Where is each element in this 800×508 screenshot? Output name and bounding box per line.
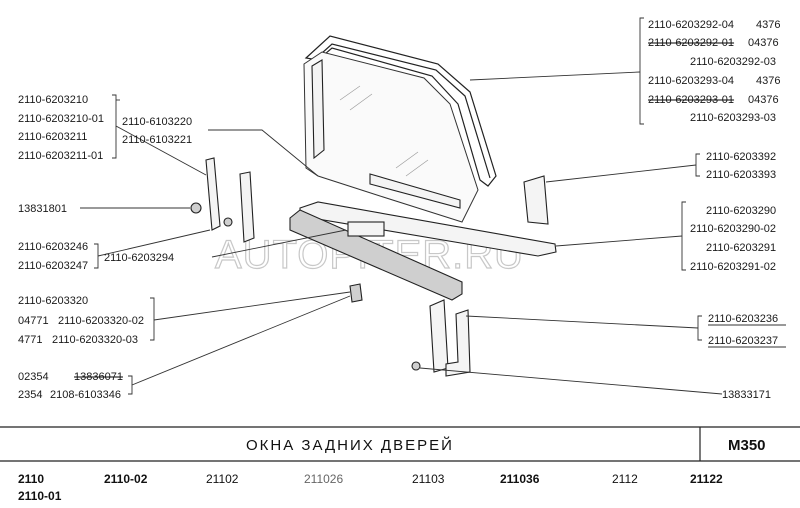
fastener-clip bbox=[190, 202, 202, 214]
label-part: 2110-6203293-04 bbox=[648, 75, 734, 87]
labels-top-right-group: 2110-6203292-04 4376 2110-6203292-01 043… bbox=[648, 19, 780, 124]
label-part: 2110-6203237 bbox=[708, 335, 778, 347]
label-qty: 02354 bbox=[18, 371, 49, 383]
model-code: 21122 bbox=[690, 472, 723, 486]
label-part: 2110-6203292-04 bbox=[648, 19, 734, 31]
parts-drawing bbox=[190, 35, 557, 377]
label-part: 2110-6203292-03 bbox=[690, 56, 776, 68]
rear-glass-channel bbox=[429, 299, 449, 373]
door-glass bbox=[303, 51, 479, 223]
rear-glass-channel-seal bbox=[445, 309, 471, 377]
model-code: 21102 bbox=[206, 472, 239, 486]
label-part: 2110-6203291-02 bbox=[690, 261, 776, 273]
label-part-13833171: 13833171 bbox=[722, 389, 771, 401]
label-part: 2110-6203320-03 bbox=[52, 334, 138, 346]
label-part: 2110-6203320-02 bbox=[58, 315, 144, 327]
label-part: 2110-6203211 bbox=[18, 131, 87, 143]
footer: ОКНА ЗАДНИХ ДВЕРЕЙ M350 2110 2110-01 211… bbox=[0, 426, 800, 503]
labels-right-group-4: 2110-6203236 2110-6203237 bbox=[708, 313, 778, 347]
model-code: 211036 bbox=[500, 472, 540, 486]
labels-right-group-3: 2110-6203290 2110-6203290-02 2110-620329… bbox=[690, 205, 776, 273]
label-qty: 04376 bbox=[748, 37, 779, 49]
model-code: 2110-02 bbox=[104, 472, 148, 486]
label-qty: 4376 bbox=[756, 19, 780, 31]
bolt bbox=[349, 283, 363, 303]
label-qty: 4376 bbox=[756, 75, 780, 87]
label-part: 2108-6103346 bbox=[50, 389, 121, 401]
window-slot-seal bbox=[369, 173, 461, 209]
sheet-title: ОКНА ЗАДНИХ ДВЕРЕЙ bbox=[246, 436, 454, 454]
labels-middle-group-1: 2110-6103220 2110-6103221 bbox=[122, 116, 192, 146]
label-qty: 4771 bbox=[18, 334, 42, 346]
model-code: 2110-01 bbox=[18, 489, 62, 503]
label-part: 2110-6203290-02 bbox=[690, 223, 776, 235]
labels-left-group-1: 2110-6203210 2110-6203210-01 2110-620321… bbox=[18, 94, 104, 162]
channel-screw bbox=[411, 361, 421, 371]
model-code: 21103 bbox=[412, 472, 445, 486]
label-part: 2110-6203290 bbox=[706, 205, 776, 217]
glass-clamp bbox=[347, 221, 385, 237]
label-part-superseded: 2110-6203292-01 bbox=[648, 37, 734, 49]
glass-run-vertical bbox=[311, 59, 325, 160]
label-part: 2110-6203393 bbox=[706, 169, 776, 181]
label-part: 2110-6203211-01 bbox=[18, 150, 103, 162]
label-part: 2110-6203293-03 bbox=[690, 112, 776, 124]
label-part-superseded: 2110-6203293-01 bbox=[648, 94, 734, 106]
model-code: 2110 bbox=[18, 472, 44, 486]
label-part-6203294: 2110-6203294 bbox=[104, 252, 174, 264]
rear-channel-left bbox=[205, 157, 221, 231]
sheet-code: M350 bbox=[728, 437, 766, 454]
labels-left-group-4: 02354 13836071 2354 2108-6103346 bbox=[18, 371, 123, 401]
label-part: 2110-6203320 bbox=[18, 295, 88, 307]
label-part-superseded: 13836071 bbox=[74, 371, 123, 383]
label-qty: 04376 bbox=[748, 94, 779, 106]
model-code: 211026 bbox=[304, 472, 343, 486]
leader-lines bbox=[80, 17, 723, 395]
glass-run-channel bbox=[304, 35, 497, 187]
label-part: 2110-6203392 bbox=[706, 151, 776, 163]
label-part: 2110-6203291 bbox=[706, 242, 776, 254]
label-part: 2110-6203236 bbox=[708, 313, 778, 325]
label-qty: 2354 bbox=[18, 389, 42, 401]
label-part-13831801: 13831801 bbox=[18, 203, 67, 215]
label-part: 2110-6103220 bbox=[122, 116, 192, 128]
corner-bracket bbox=[523, 175, 549, 225]
label-part: 2110-6203210 bbox=[18, 94, 88, 106]
glass-run-channel-inner bbox=[311, 43, 491, 179]
label-qty: 04771 bbox=[18, 315, 49, 327]
label-part: 2110-6203247 bbox=[18, 260, 88, 272]
label-part: 2110-6103221 bbox=[122, 134, 192, 146]
rear-channel-right bbox=[239, 171, 255, 243]
model-code: 2112 bbox=[612, 472, 638, 486]
label-part: 2110-6203210-01 bbox=[18, 113, 104, 125]
labels-left-group-2: 2110-6203246 2110-6203247 bbox=[18, 241, 88, 272]
label-part: 2110-6203246 bbox=[18, 241, 88, 253]
labels-right-group-2: 2110-6203392 2110-6203393 bbox=[706, 151, 776, 181]
labels-left-group-3: 2110-6203320 04771 2110-6203320-02 4771 … bbox=[18, 295, 144, 346]
fastener-clip-2 bbox=[223, 217, 233, 227]
